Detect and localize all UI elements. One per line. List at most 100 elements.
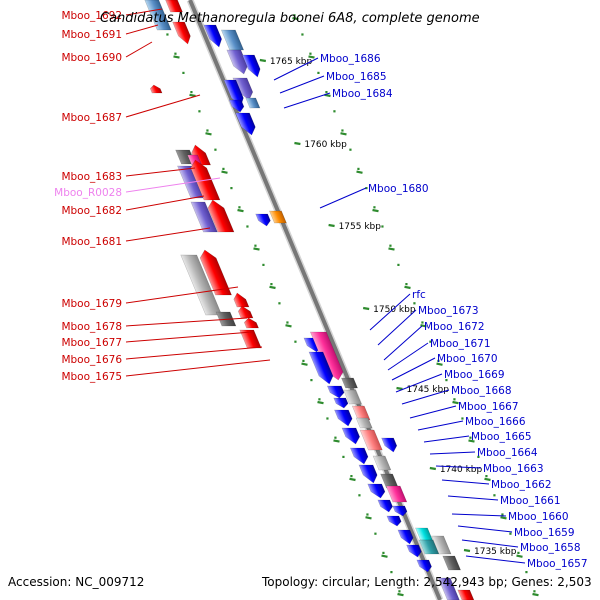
scale-tick-mark <box>317 400 324 405</box>
gene-feature[interactable] <box>415 527 433 541</box>
gene-feature[interactable] <box>228 99 246 113</box>
gene-label-left[interactable]: Mboo_1678 <box>61 321 122 333</box>
gene-feature[interactable] <box>165 0 183 13</box>
scale-dot <box>390 571 393 574</box>
gene-label-right[interactable]: Mboo_1672 <box>424 321 485 333</box>
gene-label-right[interactable]: Mboo_1668 <box>451 385 512 397</box>
gene-feature[interactable] <box>386 515 403 527</box>
gene-feature[interactable] <box>341 427 363 445</box>
gene-feature[interactable] <box>144 0 172 31</box>
gene-label-right[interactable]: Mboo_1661 <box>500 495 561 507</box>
gene-feature[interactable] <box>418 539 440 555</box>
gene-label-left[interactable]: Mboo_1683 <box>61 171 122 183</box>
gene-feature[interactable] <box>351 405 371 421</box>
gene-feature[interactable] <box>431 535 452 555</box>
gene-label-right[interactable]: Mboo_1662 <box>491 479 552 491</box>
label-leader-line <box>441 479 490 485</box>
gene-label-left[interactable]: Mboo_1682 <box>61 205 122 217</box>
gene-feature[interactable] <box>220 29 245 51</box>
label-leader-line <box>125 359 271 377</box>
gene-feature[interactable] <box>381 437 400 453</box>
gene-label-right[interactable]: Mboo_1664 <box>477 447 538 459</box>
gene-feature[interactable] <box>377 499 395 513</box>
gene-label-right[interactable]: Mboo_1658 <box>520 542 581 554</box>
gene-label-left[interactable]: Mboo_1677 <box>61 337 122 349</box>
gene-feature[interactable] <box>149 84 163 94</box>
gene-label-right[interactable]: Mboo_1686 <box>320 53 381 65</box>
scale-dot <box>485 475 488 478</box>
gene-label-left[interactable]: Mboo_1692 <box>61 10 122 22</box>
gene-feature[interactable] <box>308 351 336 385</box>
gene-feature[interactable] <box>255 213 273 227</box>
gene-feature[interactable] <box>397 529 416 545</box>
scale-tick-label: 1765 kbp <box>270 57 313 67</box>
gene-feature[interactable] <box>326 385 346 399</box>
gene-label-right[interactable]: rfc <box>412 289 426 301</box>
gene-label-right[interactable]: Mboo_1665 <box>471 431 532 443</box>
gene-feature[interactable] <box>241 54 263 78</box>
gene-label-left[interactable]: Mboo_R0028 <box>54 187 122 199</box>
scale-dot <box>349 148 352 151</box>
gene-feature[interactable] <box>242 317 259 329</box>
gene-feature[interactable] <box>223 79 247 107</box>
gene-feature[interactable] <box>226 49 251 75</box>
gene-feature[interactable] <box>358 464 381 484</box>
gene-label-right[interactable]: Mboo_1673 <box>418 305 479 317</box>
gene-feature[interactable] <box>457 589 475 600</box>
gene-feature[interactable] <box>359 429 383 451</box>
gene-feature[interactable] <box>245 97 261 109</box>
gene-label-right[interactable]: Mboo_1666 <box>465 416 526 428</box>
gene-feature[interactable] <box>190 201 218 233</box>
gene-label-right[interactable]: Mboo_1663 <box>483 463 544 475</box>
gene-label-left[interactable]: Mboo_1675 <box>61 371 122 383</box>
gene-label-right[interactable]: Mboo_1680 <box>368 183 429 195</box>
gene-label-right[interactable]: Mboo_1685 <box>326 71 387 83</box>
gene-feature[interactable] <box>367 483 388 499</box>
gene-feature[interactable] <box>406 544 424 558</box>
gene-label-right[interactable]: Mboo_1657 <box>527 558 588 570</box>
label-leader-line <box>465 555 526 564</box>
gene-feature[interactable] <box>231 292 250 308</box>
gene-feature[interactable] <box>269 210 287 224</box>
scale-dot <box>246 225 249 228</box>
gene-label-right[interactable]: Mboo_1671 <box>430 338 491 350</box>
scale-tick-mark <box>396 386 403 391</box>
scale-dot <box>453 398 456 401</box>
gene-label-left[interactable]: Mboo_1691 <box>61 29 122 41</box>
gene-feature[interactable] <box>235 112 259 136</box>
gene-label-left[interactable]: Mboo_1687 <box>61 112 122 124</box>
gene-feature[interactable] <box>349 447 371 465</box>
scale-tick-label: 1750 kbp <box>373 305 416 315</box>
gene-feature[interactable] <box>385 485 408 503</box>
gene-feature[interactable] <box>392 505 409 517</box>
label-leader-lines <box>125 8 526 564</box>
gene-label-right[interactable]: Mboo_1660 <box>508 511 569 523</box>
gene-label-left[interactable]: Mboo_1681 <box>61 236 122 248</box>
gene-feature[interactable] <box>355 417 373 429</box>
gene-feature[interactable] <box>197 249 232 296</box>
gene-feature[interactable] <box>334 409 356 427</box>
gene-feature[interactable] <box>333 397 350 409</box>
gene-feature[interactable] <box>236 305 254 319</box>
gene-label-left[interactable]: Mboo_1690 <box>61 52 122 64</box>
gene-label-right[interactable]: Mboo_1659 <box>514 527 575 539</box>
gene-features <box>144 0 475 600</box>
label-leader-line <box>279 75 325 94</box>
gene-feature[interactable] <box>203 24 225 48</box>
gene-feature[interactable] <box>437 577 460 600</box>
gene-feature[interactable] <box>239 329 262 349</box>
gene-label-right[interactable]: Mboo_1684 <box>332 88 393 100</box>
gene-label-right[interactable]: Mboo_1669 <box>444 369 505 381</box>
scale-dot <box>334 436 337 439</box>
gene-feature[interactable] <box>372 455 392 471</box>
gene-feature[interactable] <box>343 389 362 405</box>
gene-label-right[interactable]: Mboo_1667 <box>458 401 519 413</box>
gene-feature[interactable] <box>205 199 235 233</box>
gene-feature[interactable] <box>341 377 358 389</box>
gene-feature[interactable] <box>416 559 434 573</box>
gene-feature[interactable] <box>442 555 461 571</box>
gene-label-right[interactable]: Mboo_1670 <box>437 353 498 365</box>
gene-label-left[interactable]: Mboo_1679 <box>61 298 122 310</box>
gene-label-left[interactable]: Mboo_1676 <box>61 354 122 366</box>
gene-feature[interactable] <box>172 21 194 45</box>
